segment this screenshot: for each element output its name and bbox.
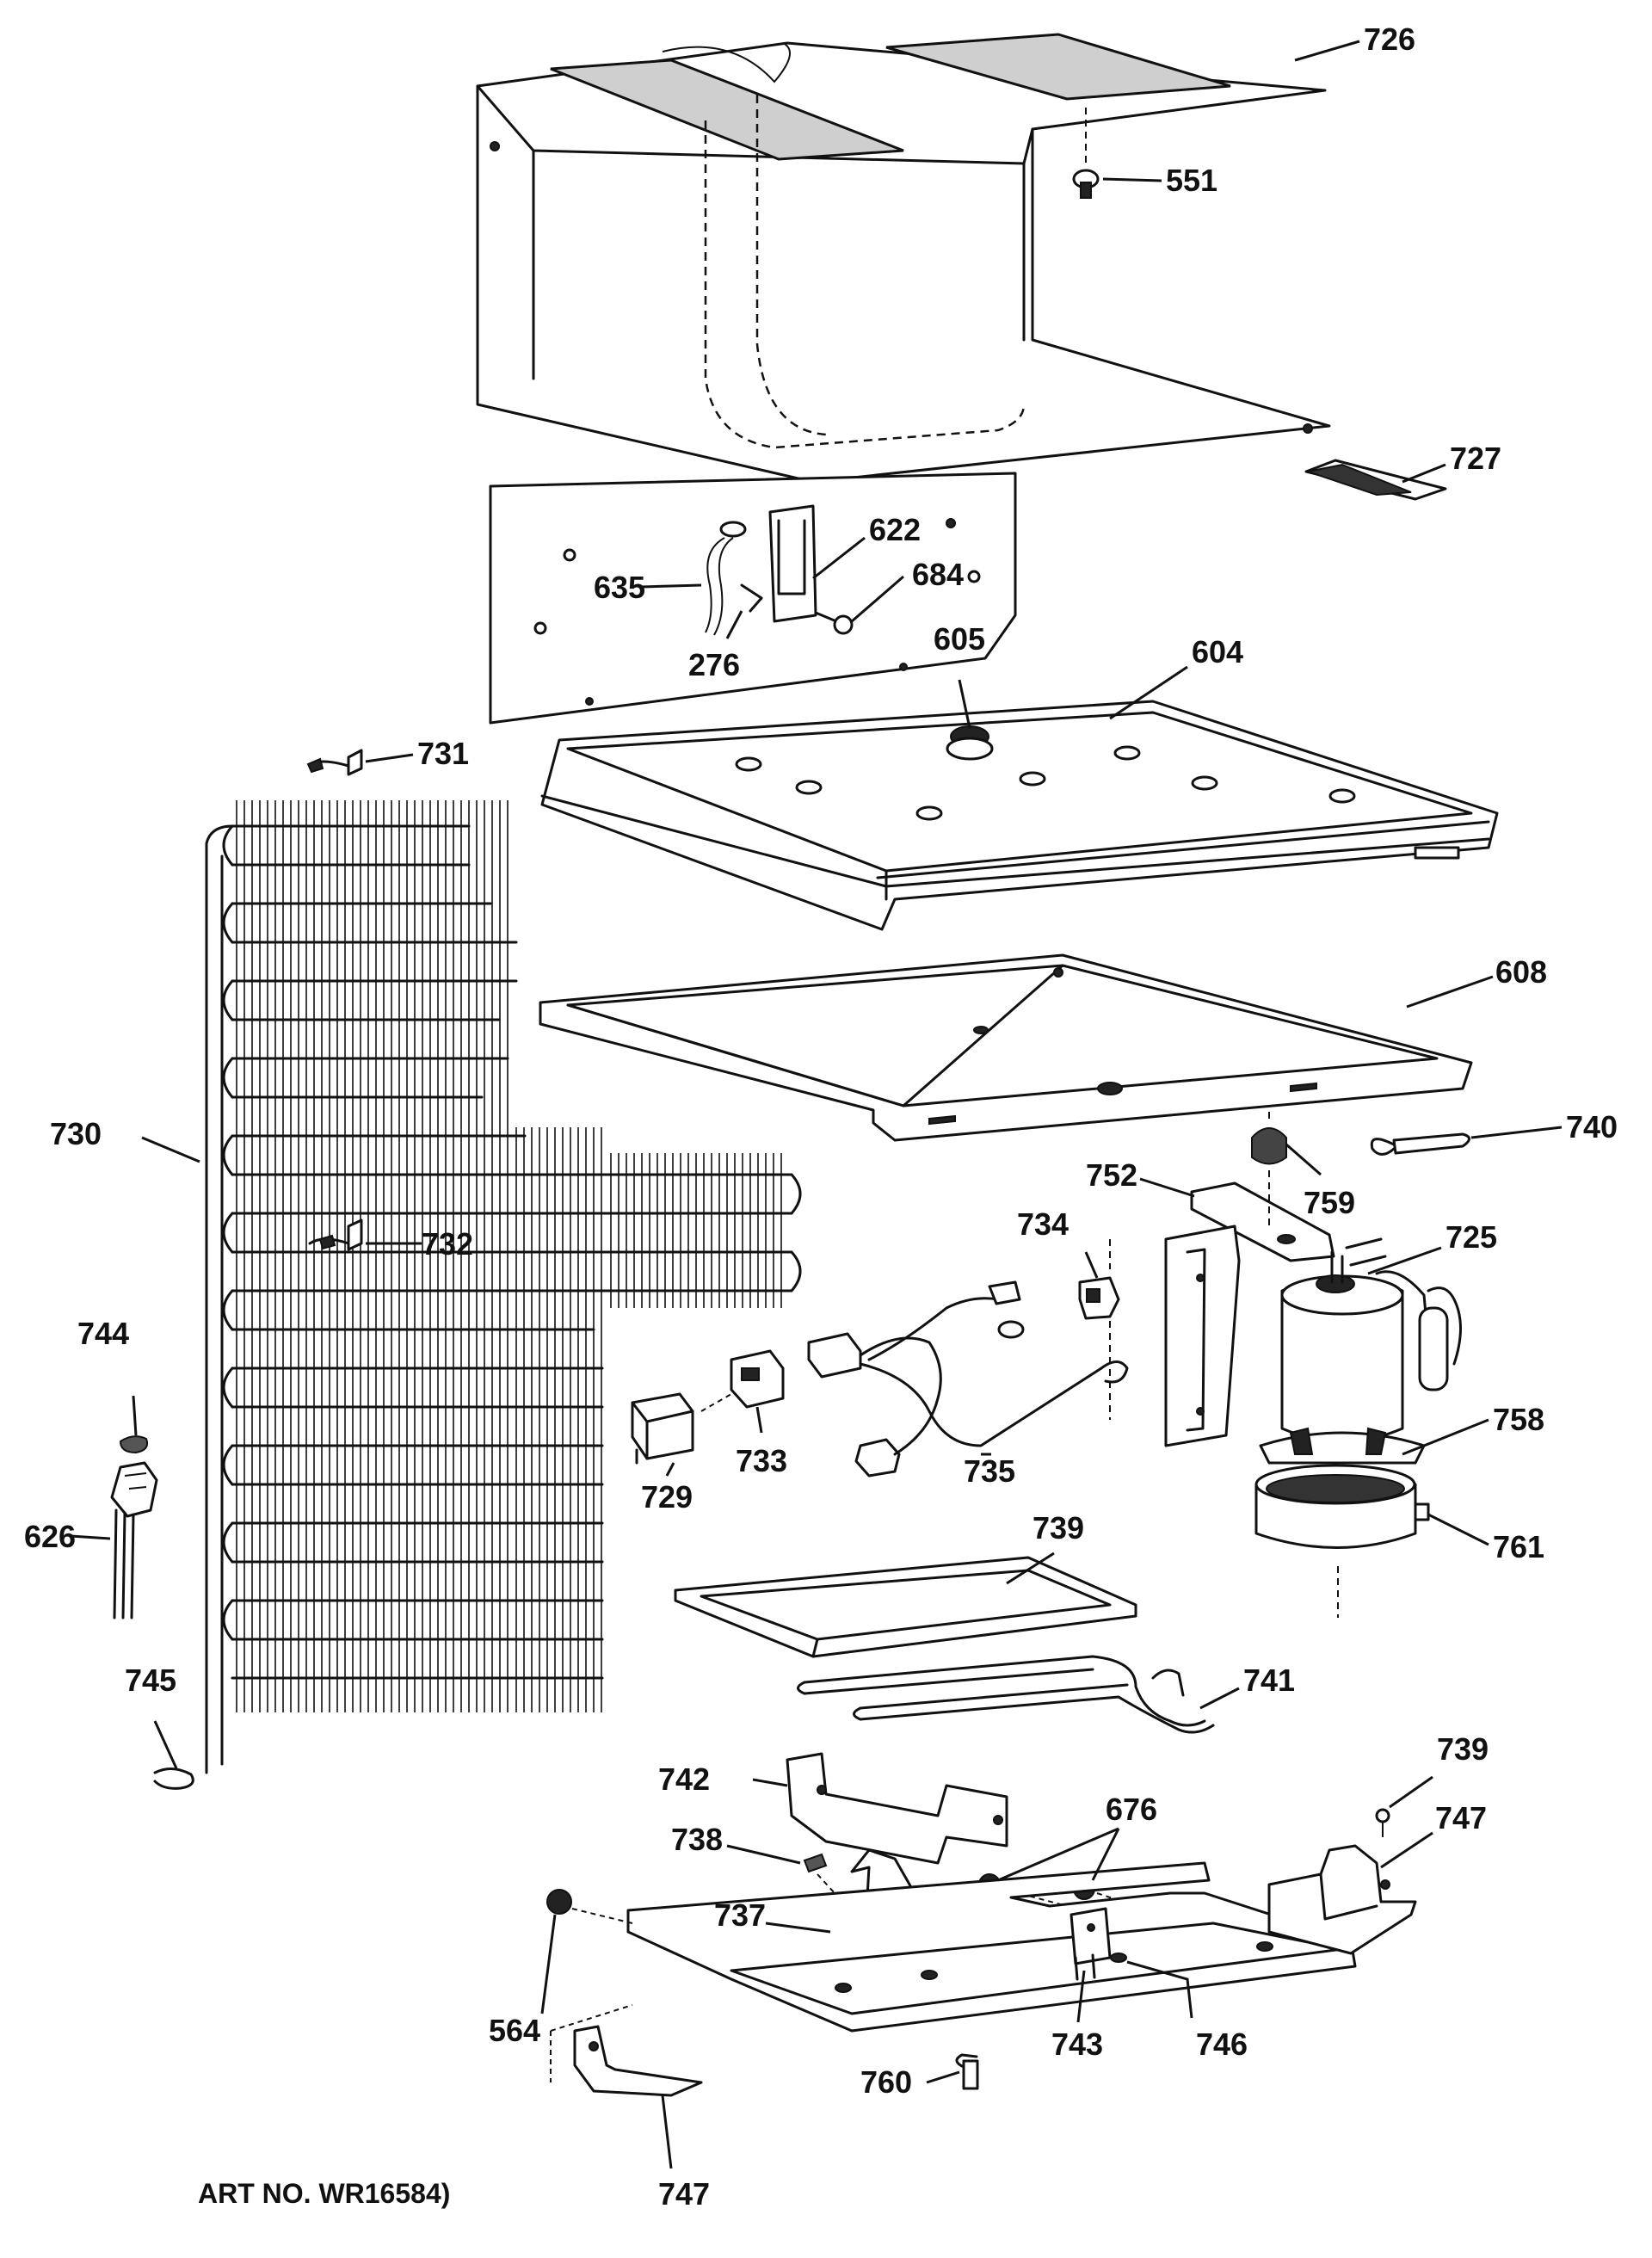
leader-lines — [70, 40, 1563, 2169]
heater-741 — [797, 1655, 1215, 1734]
label-745: 745 — [125, 1663, 176, 1698]
label-622: 622 — [869, 512, 921, 547]
screw-551 — [1072, 108, 1100, 199]
label-744: 744 — [77, 1316, 129, 1351]
grommet-759 — [1251, 1110, 1287, 1231]
label-758: 758 — [1493, 1402, 1544, 1437]
bracket-747-right — [1267, 1844, 1417, 1955]
label-752: 752 — [1086, 1157, 1137, 1193]
label-738: 738 — [671, 1822, 723, 1857]
compressor-725 — [1259, 1237, 1462, 1465]
label-742: 742 — [658, 1761, 710, 1797]
clip-732 — [308, 1218, 363, 1251]
relay-734 — [1078, 1239, 1120, 1420]
art-number: ART NO. WR16584) — [198, 2178, 450, 2209]
label-733: 733 — [736, 1443, 787, 1478]
label-564: 564 — [489, 2013, 540, 2048]
label-759: 759 — [1304, 1185, 1355, 1220]
clip-731 — [306, 749, 363, 776]
back-panel — [489, 472, 1017, 725]
label-761: 761 — [1493, 1529, 1544, 1564]
label-725: 725 — [1446, 1219, 1497, 1255]
pin-760 — [955, 2053, 979, 2090]
label-747b: 747 — [658, 2176, 710, 2212]
capacitor-729 — [631, 1392, 694, 1465]
clip-745 — [153, 1768, 194, 1790]
label-729: 729 — [641, 1479, 693, 1515]
power-cord-626 — [110, 1461, 158, 1619]
part-labels: 726 551 727 622 635 684 276 605 604 731 … — [24, 22, 1618, 2212]
label-743: 743 — [1051, 2027, 1103, 2062]
drip-tray-608 — [539, 953, 1473, 1142]
thermistor-740 — [1370, 1132, 1470, 1156]
condenser-coil-730 — [205, 800, 802, 1774]
label-746: 746 — [1196, 2027, 1248, 2062]
label-760: 760 — [860, 2064, 912, 2100]
wiring-harness-735 — [807, 1280, 1129, 1478]
screw-739 — [1375, 1808, 1390, 1837]
label-739a: 739 — [1032, 1510, 1084, 1545]
bracket-742 — [786, 1752, 1008, 1865]
bracket-747-left — [550, 2004, 703, 2097]
label-626: 626 — [24, 1519, 76, 1554]
cabinet-cover — [476, 33, 1331, 497]
label-730: 730 — [50, 1116, 102, 1151]
relay-733 — [700, 1349, 785, 1412]
label-608: 608 — [1495, 954, 1547, 990]
label-684: 684 — [912, 557, 964, 592]
label-676: 676 — [1106, 1792, 1157, 1827]
label-737: 737 — [714, 1897, 766, 1933]
label-735: 735 — [964, 1453, 1015, 1489]
bracket-727 — [1304, 459, 1447, 501]
label-604: 604 — [1192, 634, 1243, 669]
clip-744 — [119, 1435, 149, 1454]
label-635: 635 — [594, 570, 645, 605]
label-726: 726 — [1364, 22, 1415, 57]
label-747a: 747 — [1435, 1800, 1487, 1835]
bracket-752 — [1164, 1181, 1335, 1447]
label-731: 731 — [417, 736, 469, 771]
label-727: 727 — [1450, 441, 1501, 476]
label-739b: 739 — [1437, 1731, 1489, 1767]
label-732: 732 — [422, 1226, 473, 1262]
label-276: 276 — [688, 647, 740, 682]
label-605: 605 — [934, 621, 985, 657]
drain-pan-739 — [674, 1556, 1137, 1658]
base-rail-746 — [626, 1861, 1357, 2033]
label-740: 740 — [1566, 1109, 1618, 1144]
label-551: 551 — [1166, 163, 1217, 198]
evaporator-pan-604 — [540, 700, 1499, 931]
base-761 — [1254, 1464, 1430, 1618]
screw-564 — [546, 1889, 633, 1924]
label-741: 741 — [1243, 1663, 1295, 1698]
label-734: 734 — [1017, 1206, 1069, 1242]
